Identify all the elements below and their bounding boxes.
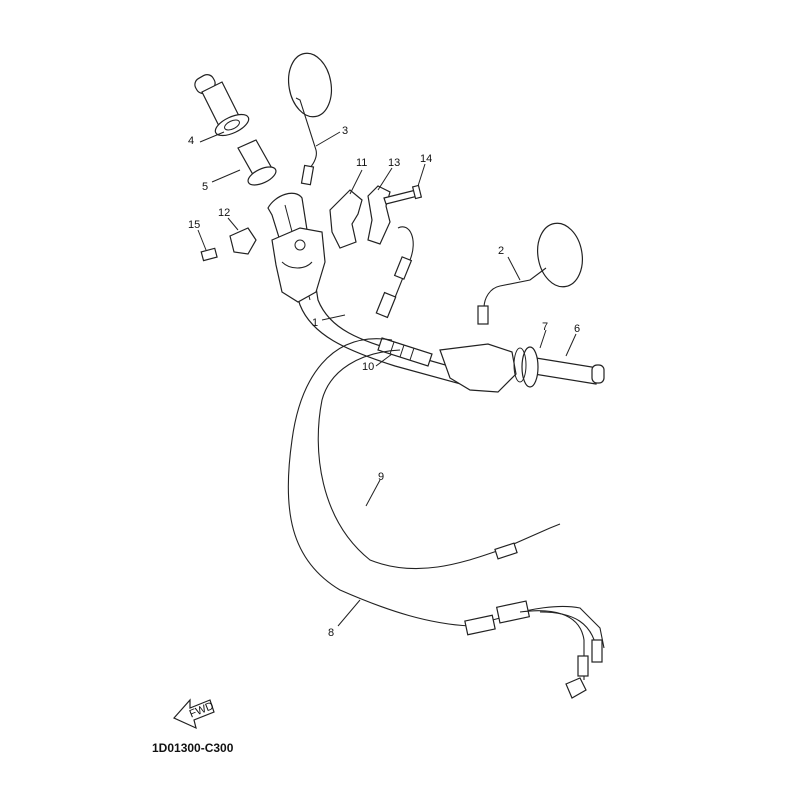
right-switch-housing [439, 343, 517, 393]
cable-ends-lower [519, 610, 603, 699]
callout-12: 12 [218, 207, 230, 219]
switch-clamp-13 [367, 185, 391, 245]
callout-14: 14 [420, 153, 432, 165]
right-grip [533, 357, 605, 385]
screw-14 [383, 184, 423, 205]
callout-1: 1 [312, 317, 318, 329]
throttle-tube [237, 139, 277, 186]
left-switch-housing [271, 227, 326, 303]
cable-8 [287, 338, 605, 649]
callout-3: 3 [342, 125, 348, 137]
fwd-arrow: FWD [173, 698, 216, 730]
callout-15: 15 [188, 219, 200, 231]
diagram-code: 1D01300-C300 [152, 741, 234, 755]
grip-collar-7 [513, 346, 539, 388]
switch-clamp-11 [329, 189, 363, 249]
callout-4: 4 [188, 135, 194, 147]
callouts: 1 2 3 4 5 6 7 8 9 10 11 12 13 14 15 [188, 125, 580, 639]
cable-9 [317, 349, 561, 570]
leader-lines [197, 131, 577, 627]
cable-fitting [375, 226, 414, 319]
callout-9: 9 [378, 471, 384, 483]
cable-adjuster [377, 337, 433, 367]
callout-8: 8 [328, 627, 334, 639]
left-mirror [287, 52, 333, 186]
left-grip [194, 74, 250, 137]
callout-13: 13 [388, 157, 400, 169]
screw-15 [200, 247, 218, 262]
bracket-12 [229, 227, 257, 255]
callout-6: 6 [574, 323, 580, 335]
callout-10: 10 [362, 361, 374, 373]
callout-2: 2 [498, 245, 504, 257]
callout-7: 7 [542, 321, 548, 333]
right-mirror [477, 222, 583, 325]
callout-5: 5 [202, 181, 208, 193]
callout-11: 11 [356, 157, 367, 169]
